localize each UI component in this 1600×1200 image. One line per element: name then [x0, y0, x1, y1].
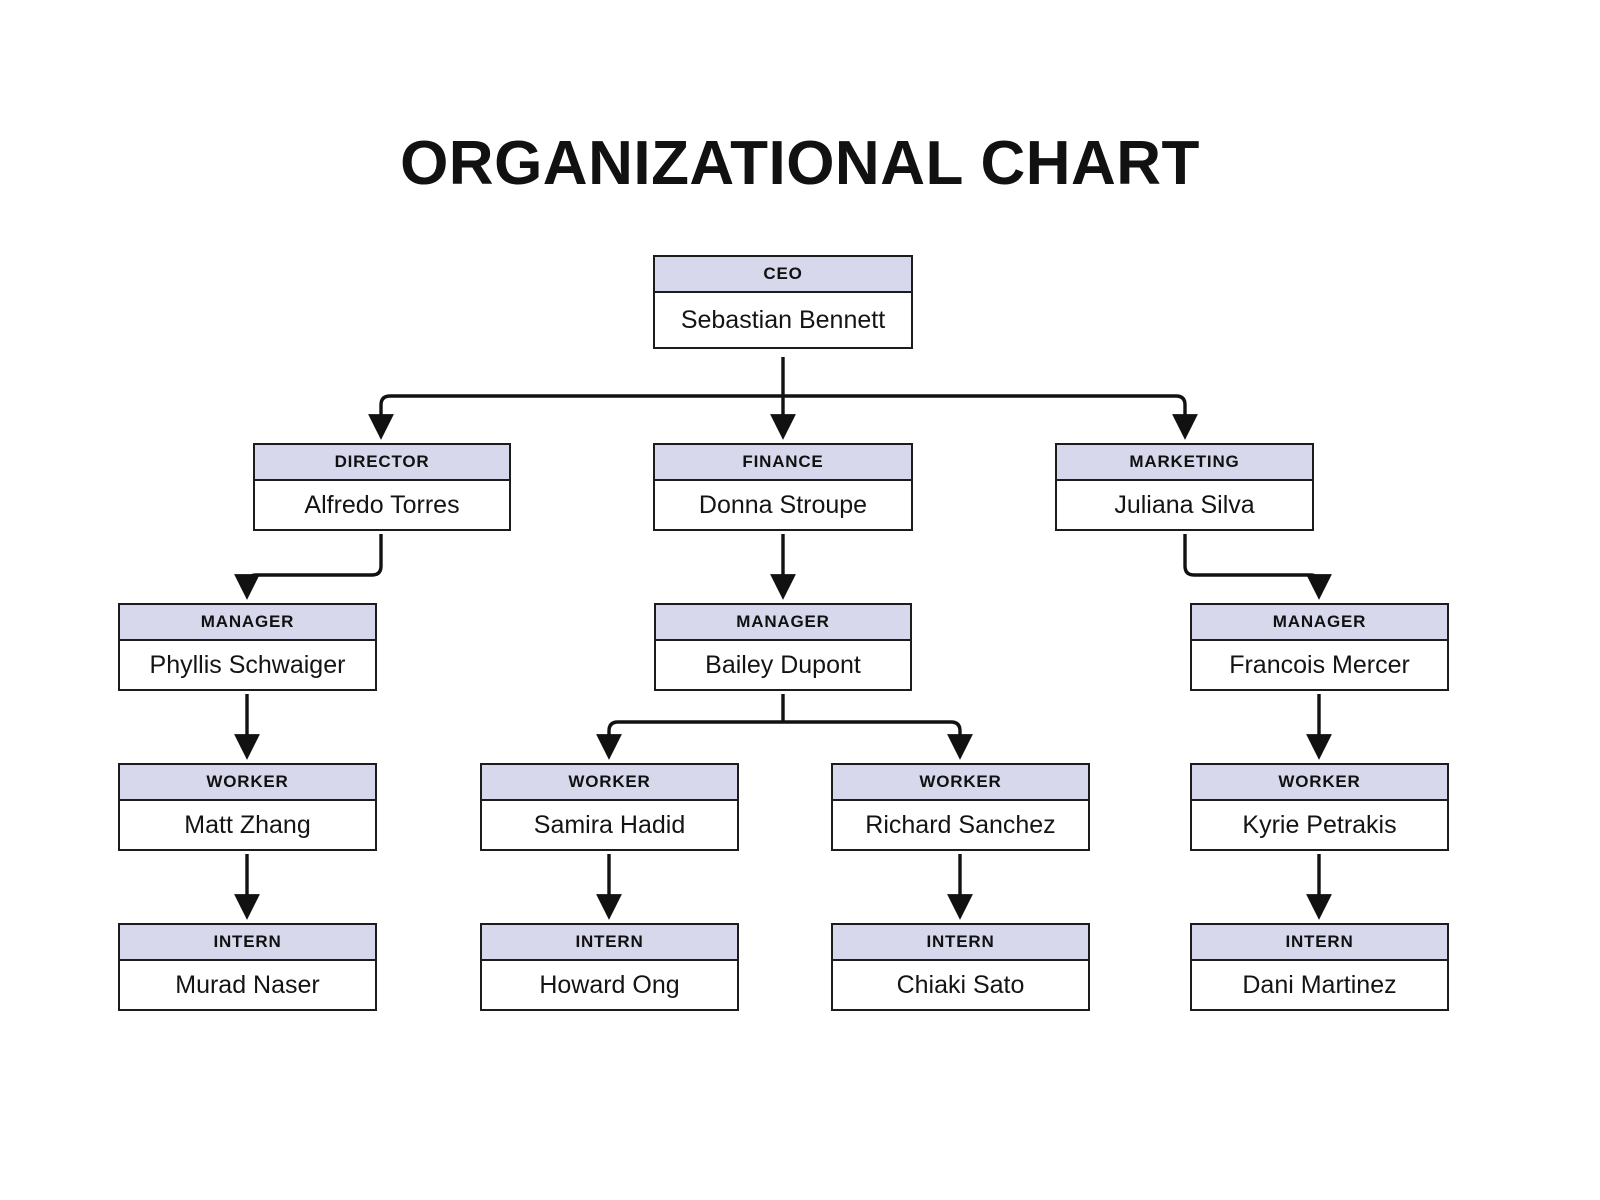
org-node-name: Matt Zhang	[120, 801, 375, 849]
org-node-ceo[interactable]: CEO Sebastian Bennett	[653, 255, 913, 349]
edge-ceo-to-marketing	[783, 394, 1198, 440]
edge-manager2-to-worker2	[596, 720, 783, 760]
org-node-name: Chiaki Sato	[833, 961, 1088, 1009]
org-node-name: Phyllis Schwaiger	[120, 641, 375, 689]
org-node-role: CEO	[655, 257, 911, 293]
org-node-name: Francois Mercer	[1192, 641, 1447, 689]
org-node-name: Juliana Silva	[1057, 481, 1312, 529]
org-node-intern-1[interactable]: INTERN Murad Naser	[118, 923, 377, 1011]
page-title: ORGANIZATIONAL CHART	[400, 129, 1200, 198]
org-node-role: WORKER	[482, 765, 737, 801]
org-node-role: WORKER	[120, 765, 375, 801]
org-node-name: Samira Hadid	[482, 801, 737, 849]
org-node-role: INTERN	[482, 925, 737, 961]
org-node-name: Sebastian Bennett	[655, 293, 911, 347]
org-node-role: INTERN	[120, 925, 375, 961]
org-node-name: Dani Martinez	[1192, 961, 1447, 1009]
org-node-role: MANAGER	[120, 605, 375, 641]
org-node-intern-2[interactable]: INTERN Howard Ong	[480, 923, 739, 1011]
org-node-role: FINANCE	[655, 445, 911, 481]
org-node-name: Howard Ong	[482, 961, 737, 1009]
org-node-role: MANAGER	[656, 605, 910, 641]
org-node-worker-4[interactable]: WORKER Kyrie Petrakis	[1190, 763, 1449, 851]
edge-marketing-to-manager3	[1183, 534, 1332, 600]
org-node-role: DIRECTOR	[255, 445, 509, 481]
org-node-manager-2[interactable]: MANAGER Bailey Dupont	[654, 603, 912, 691]
org-node-name: Alfredo Torres	[255, 481, 509, 529]
org-node-role: MARKETING	[1057, 445, 1312, 481]
org-node-finance[interactable]: FINANCE Donna Stroupe	[653, 443, 913, 531]
org-node-worker-3[interactable]: WORKER Richard Sanchez	[831, 763, 1090, 851]
org-node-role: WORKER	[833, 765, 1088, 801]
org-node-name: Richard Sanchez	[833, 801, 1088, 849]
edge-manager2-to-worker3	[783, 720, 973, 760]
org-node-name: Donna Stroupe	[655, 481, 911, 529]
org-node-name: Bailey Dupont	[656, 641, 910, 689]
org-node-worker-1[interactable]: WORKER Matt Zhang	[118, 763, 377, 851]
org-node-manager-3[interactable]: MANAGER Francois Mercer	[1190, 603, 1449, 691]
org-node-worker-2[interactable]: WORKER Samira Hadid	[480, 763, 739, 851]
org-node-role: MANAGER	[1192, 605, 1447, 641]
org-node-role: WORKER	[1192, 765, 1447, 801]
edge-director-to-manager1	[234, 534, 383, 600]
org-node-name: Murad Naser	[120, 961, 375, 1009]
org-node-director[interactable]: DIRECTOR Alfredo Torres	[253, 443, 511, 531]
org-node-intern-4[interactable]: INTERN Dani Martinez	[1190, 923, 1449, 1011]
org-node-role: INTERN	[833, 925, 1088, 961]
org-node-manager-1[interactable]: MANAGER Phyllis Schwaiger	[118, 603, 377, 691]
org-node-intern-3[interactable]: INTERN Chiaki Sato	[831, 923, 1090, 1011]
edge-ceo-to-director	[368, 394, 783, 440]
org-node-name: Kyrie Petrakis	[1192, 801, 1447, 849]
org-node-marketing[interactable]: MARKETING Juliana Silva	[1055, 443, 1314, 531]
org-node-role: INTERN	[1192, 925, 1447, 961]
